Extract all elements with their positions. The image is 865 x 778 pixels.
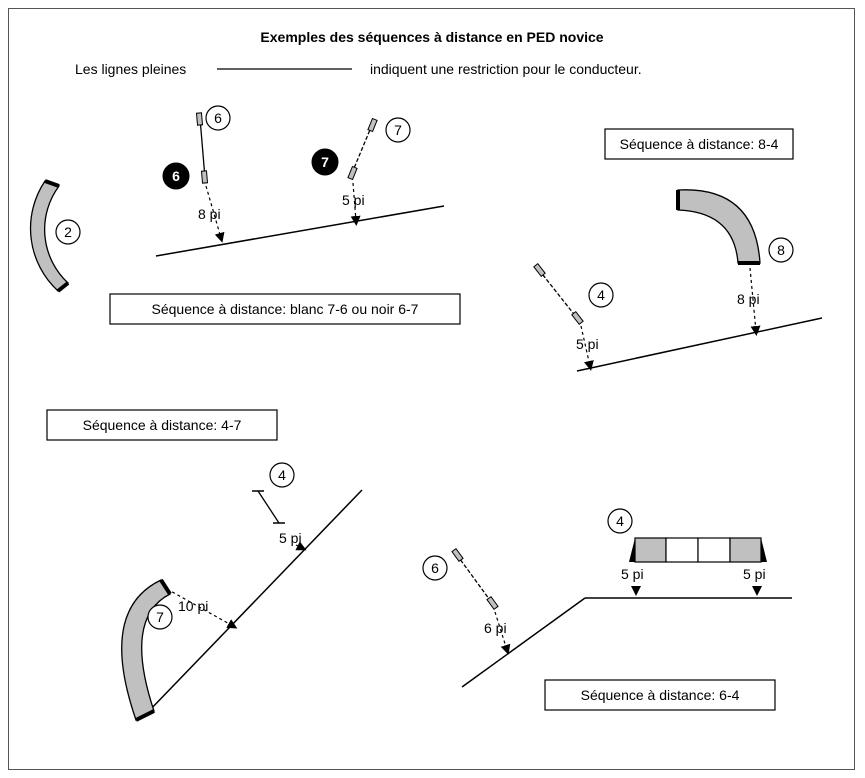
obstacle-4-segment <box>697 537 731 563</box>
jump-7-post-bottom <box>347 165 358 181</box>
distance-label: 10 pi <box>178 598 208 614</box>
sequence-box <box>46 409 278 441</box>
obstacle-number-circle <box>768 237 794 263</box>
obstacle-number: 6 <box>431 560 439 576</box>
obstacle-number-circle <box>588 282 614 308</box>
distance-label: 5 pi <box>621 566 644 582</box>
distance-label: 5 pi <box>576 336 599 352</box>
legend-text-after: indiquent une restriction pour le conduc… <box>370 61 642 77</box>
obstacle-number-circle-black <box>162 162 190 190</box>
distance-arrow <box>295 541 307 551</box>
jump-6-post-bottom <box>200 170 209 184</box>
handler-restriction-line <box>461 597 586 688</box>
jump-6-post-bottom <box>486 595 499 611</box>
obstacle-4-segment <box>729 537 762 563</box>
handler-restriction-line <box>147 489 363 713</box>
distance-label: 8 pi <box>737 291 760 307</box>
obstacle-4-end-left <box>629 538 635 562</box>
legend-text-before: Les lignes pleines <box>75 61 186 77</box>
handler-restriction-line <box>576 317 823 372</box>
distance-arrow <box>749 267 761 336</box>
handler-restriction-line <box>155 205 445 257</box>
distance-arrow <box>350 182 361 226</box>
obstacle-number: 8 <box>777 242 785 258</box>
jump-7-post-top <box>367 117 378 133</box>
sequence-label: Séquence à distance: 8-4 <box>620 136 779 152</box>
tunnel-2-opening-bottom <box>56 281 70 293</box>
obstacle-number-circle <box>385 117 411 143</box>
sequence-label: Séquence à distance: blanc 7-6 ou noir 6… <box>152 301 419 317</box>
distance-label: 6 pi <box>484 620 507 636</box>
obstacle-number-circle <box>607 508 633 534</box>
obstacle-number: 7 <box>321 154 329 170</box>
tunnel-2-opening-top <box>44 179 60 188</box>
obstacle-number: 4 <box>278 467 286 483</box>
obstacle-number-circle-black <box>311 148 339 176</box>
jump-6-bar <box>456 554 493 604</box>
obstacle-number: 7 <box>394 122 402 138</box>
obstacle-number: 4 <box>597 287 605 303</box>
jump-4-post-top <box>533 263 546 277</box>
obstacle-number: 7 <box>156 609 164 625</box>
tunnel-8 <box>677 189 761 264</box>
tunnel-7-opening-top <box>159 578 172 596</box>
obstacle-number-circle <box>422 555 448 581</box>
distance-marker <box>752 586 762 596</box>
obstacle-number-circle <box>55 219 81 245</box>
jump-7-bar <box>351 124 373 174</box>
obstacle-4-segment <box>665 537 699 563</box>
sequence-label: Séquence à distance: 4-7 <box>83 417 242 433</box>
obstacle-4-end-right <box>761 538 767 562</box>
obstacle-number: 2 <box>64 224 72 240</box>
obstacle-4-segment <box>634 537 667 563</box>
distance-label: 5 pi <box>342 192 365 208</box>
distance-label: 8 pi <box>198 206 221 222</box>
jump-6-post-top <box>195 112 204 126</box>
obstacle-number-circle <box>205 105 231 131</box>
jump-4-bar <box>257 490 280 524</box>
distance-arrow <box>166 588 238 629</box>
obstacle-number: 4 <box>616 513 624 529</box>
sequence-box <box>109 293 461 325</box>
distance-arrow <box>494 611 511 655</box>
obstacle-number: 6 <box>214 110 222 126</box>
jump-4-bar <box>538 269 578 319</box>
obstacle-number-circle <box>269 462 295 488</box>
page-title: Exemples des séquences à distance en PED… <box>260 29 603 45</box>
jump-6-post-top <box>451 547 464 563</box>
obstacle-number-circle <box>147 604 173 630</box>
tunnel-7-opening-bottom <box>135 709 155 722</box>
tunnel-7 <box>121 579 171 721</box>
distance-label: 5 pi <box>743 566 766 582</box>
distance-marker <box>631 586 641 596</box>
jump-4-post-bottom <box>571 311 584 325</box>
sequence-box <box>604 128 794 160</box>
sequence-box <box>544 679 776 711</box>
sequence-label: Séquence à distance: 6-4 <box>581 687 740 703</box>
distance-arrow <box>580 325 594 371</box>
distance-label: 5 pi <box>279 530 302 546</box>
obstacle-number: 6 <box>172 168 180 184</box>
jump-6-bar <box>199 117 206 179</box>
